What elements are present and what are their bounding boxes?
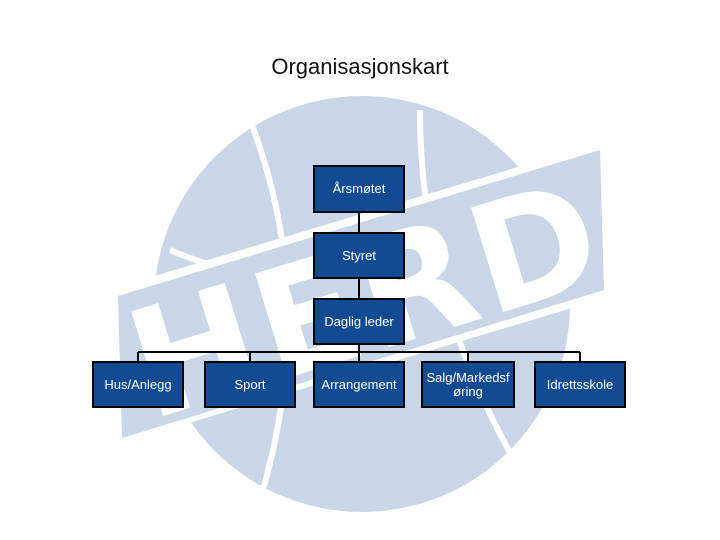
node-label: Salg/Markedsføring: [426, 369, 510, 399]
node-label: Idrettsskole: [546, 376, 614, 392]
node-label: Styret: [342, 247, 376, 263]
node-arsmotet: Årsmøtet: [313, 165, 405, 213]
node-daglig-leder: Daglig leder: [313, 298, 405, 345]
node-styret: Styret: [313, 232, 405, 279]
node-label: Arrangement: [321, 376, 397, 392]
node-arrangement: Arrangement: [313, 361, 405, 408]
node-label: Sport: [234, 376, 266, 392]
node-label: Årsmøtet: [332, 181, 386, 196]
node-sport: Sport: [204, 361, 296, 408]
page-title: Organisasjonskart: [271, 54, 449, 79]
node-salg-markedsforing: Salg/Markedsføring: [421, 361, 515, 408]
node-idrettsskole: Idrettsskole: [534, 361, 626, 408]
node-hus-anlegg: Hus/Anlegg: [92, 361, 184, 408]
node-label: Daglig leder: [324, 313, 394, 329]
node-label: Hus/Anlegg: [104, 376, 172, 392]
